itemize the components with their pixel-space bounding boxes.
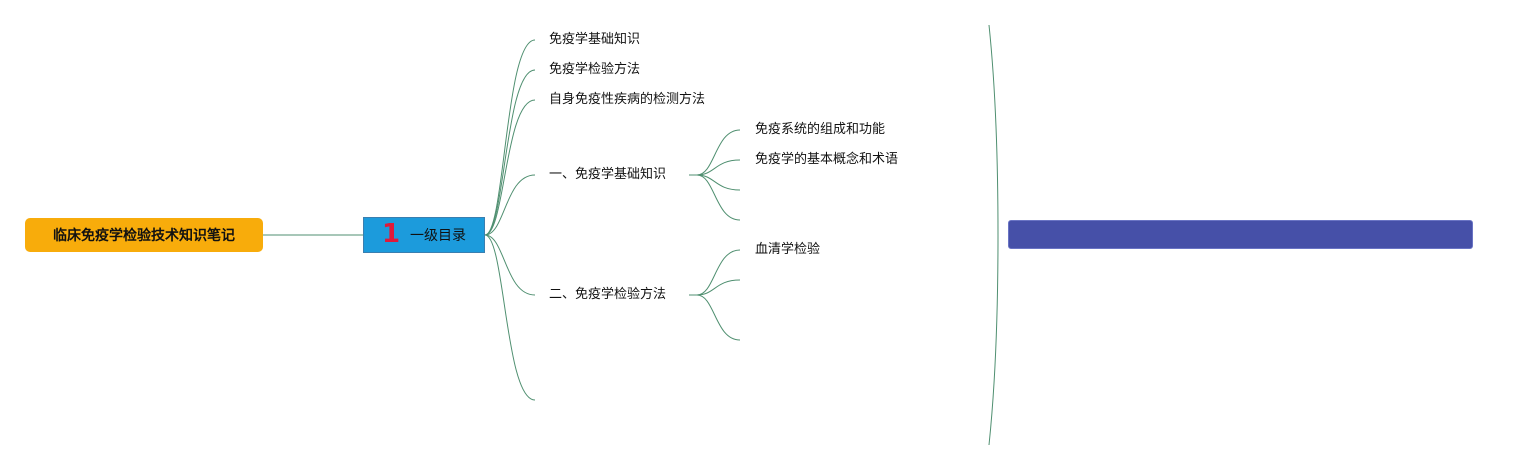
main-topic[interactable]: 1 一级目录 [363,217,485,253]
branch-topic-1[interactable]: 免疫学基础知识 [549,31,640,49]
connector-branch-5 [484,234,536,296]
subtopic-a-2[interactable]: 免疫学的基本概念和术语 [755,151,898,169]
connector-sub-a-2 [696,159,741,176]
subtopic-b-1-label: 血清学检验 [755,242,821,257]
main-topic-label: 一级目录 [410,228,467,244]
connector-sub-b-1 [696,249,741,296]
connector-sub-a-4 [696,174,741,221]
connector-branch-2 [484,69,536,236]
subtopic-a-1[interactable]: 免疫系统的组成和功能 [755,121,885,139]
subtopic-a-2-label: 免疫学的基本概念和术语 [755,152,899,167]
branch-topic-1-label: 免疫学基础知识 [549,32,641,47]
branch-topic-4-label: 一、免疫学基础知识 [549,167,667,182]
subtopic-b-1[interactable]: 血清学检验 [755,241,820,259]
branch-topic-5[interactable]: 二、免疫学检验方法 [549,286,666,304]
connector-branch-4 [484,174,536,236]
subtopic-a-1-label: 免疫系统的组成和功能 [755,122,886,137]
connector-sub-b-2 [696,279,741,296]
branch-topic-5-label: 二、免疫学检验方法 [549,287,667,302]
root-topic[interactable]: 临床免疫学检验技术知识笔记 [25,218,263,252]
connector-branch-3 [484,99,536,236]
branch-topic-3[interactable]: 自身免疫性疾病的检测方法 [549,91,705,109]
summary-note-box[interactable] [1008,220,1473,249]
number-one-badge-icon: 1 [381,219,401,249]
summary-bracket [988,24,999,446]
connector-sub-a-1 [696,129,741,176]
branch-topic-2[interactable]: 免疫学检验方法 [549,61,640,79]
connector-branch-1 [484,39,536,236]
branch-topic-4[interactable]: 一、免疫学基础知识 [549,166,666,184]
branch-topic-3-label: 自身免疫性疾病的检测方法 [549,92,706,107]
connector-sub-b-3 [696,294,741,341]
connector-branch-6 [484,234,536,401]
root-topic-label: 临床免疫学检验技术知识笔记 [53,228,235,244]
branch-topic-2-label: 免疫学检验方法 [549,62,641,77]
